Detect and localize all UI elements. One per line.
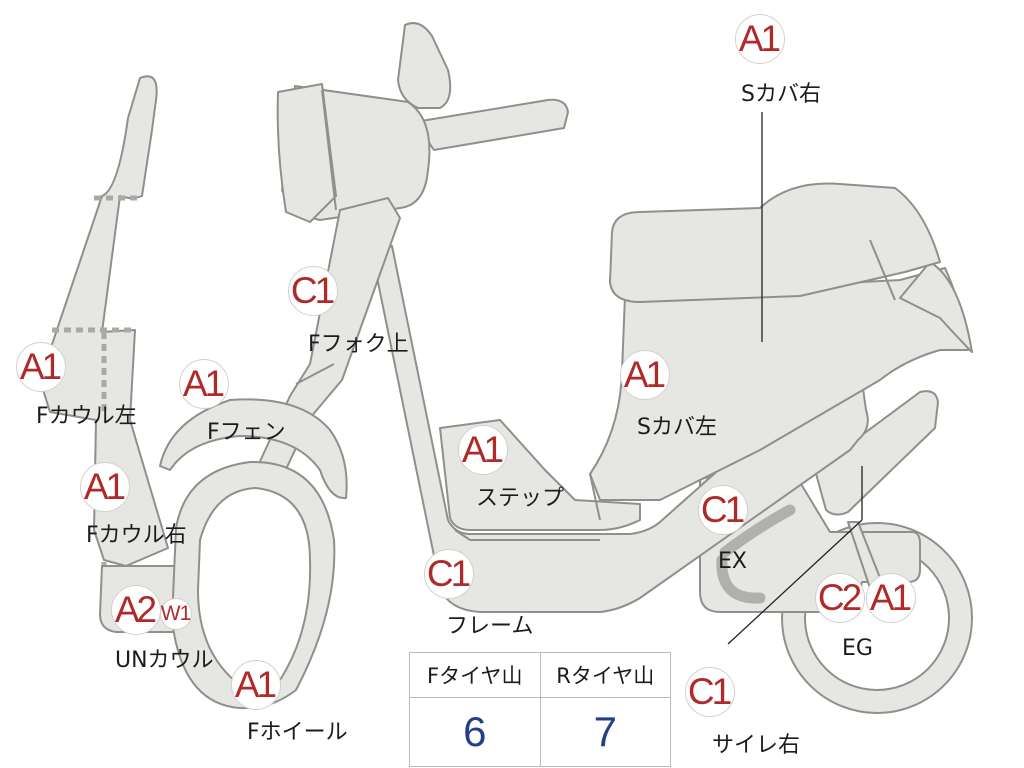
leader-side-reflector: [727, 519, 863, 645]
rear-tire-header: Rタイヤ山: [539, 652, 671, 698]
front-fender: [159, 398, 348, 500]
part-label-f-wheel: Fホイール: [247, 720, 348, 745]
part-label-side-reflector-right: サイレ右: [712, 733, 801, 758]
part-label-s-cover-right: Sカバ右: [741, 82, 821, 107]
part-label-eg: EG: [842, 636, 873, 661]
panel-seam: [589, 473, 601, 521]
damage-code-badge: A1: [231, 660, 281, 710]
damage-code-badge: A1: [735, 14, 785, 64]
part-label-f-fender: Fフェン: [207, 420, 286, 445]
tire-tread-table: Fタイヤ山 Rタイヤ山 6 7: [409, 652, 671, 767]
damage-code-badge: A1: [16, 342, 66, 392]
fork-clamp: [295, 363, 335, 385]
damage-code-badge: C1: [424, 549, 474, 599]
front-wheel: [171, 460, 336, 710]
damage-code-badge: C2: [815, 573, 865, 623]
seat-seam: [869, 239, 896, 301]
part-label-step: ステップ: [476, 486, 565, 511]
damage-code-badge: C1: [685, 667, 735, 717]
part-label-f-fork-upper: Fフォク上: [308, 332, 409, 357]
part-label-frame: フレーム: [446, 614, 534, 639]
damage-code-badge: A1: [866, 573, 916, 623]
frame-inner-line: [454, 529, 600, 541]
part-label-s-cover-left: Sカバ左: [637, 415, 717, 440]
part-label-ex: EX: [718, 549, 747, 574]
rear-tire-value: 7: [539, 697, 671, 767]
damage-code-badge: A2: [111, 585, 161, 635]
damage-code-badge: C1: [288, 266, 338, 316]
part-label-un-cowl: UNカウル: [115, 648, 214, 673]
damage-code-badge: W1: [160, 598, 192, 630]
damage-code-badge: C1: [698, 485, 748, 535]
part-label-f-cowl-left: Fカウル左: [36, 404, 137, 429]
seat: [609, 182, 941, 303]
table-row: 6 7: [409, 697, 671, 767]
part-label-f-cowl-right: Fカウル右: [86, 523, 187, 548]
tail-cowl: [899, 261, 973, 353]
damage-code-badge: A1: [179, 359, 229, 409]
front-tire-value: 6: [409, 697, 541, 767]
front-tire-header: Fタイヤ山: [409, 652, 541, 698]
damage-code-badge: A1: [620, 350, 670, 400]
table-header-row: Fタイヤ山 Rタイヤ山: [409, 652, 671, 698]
damage-code-badge: A1: [80, 462, 130, 512]
damage-code-badge: A1: [458, 425, 508, 475]
handlebar: [276, 22, 569, 223]
